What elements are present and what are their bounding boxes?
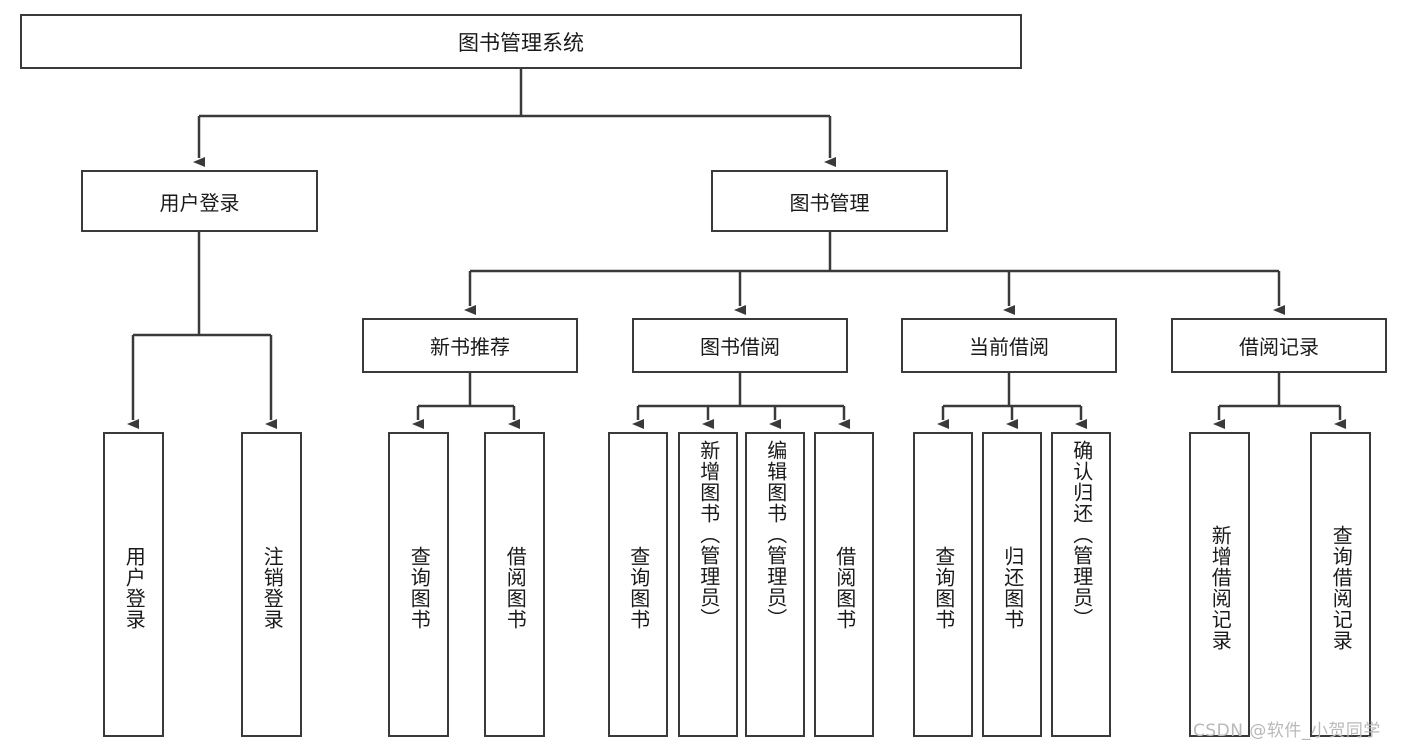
leaf-user-login-label: 用户登录 <box>122 545 147 630</box>
leaf-logout[interactable]: 注销登录 <box>241 432 302 737</box>
node-new-book-recommend[interactable]: 新书推荐 <box>362 318 578 373</box>
leaf-return-book-label: 归还图书 <box>1000 545 1025 630</box>
leaf-query-book-recommend-label: 查询图书 <box>407 545 432 630</box>
leaf-confirm-return-admin-label: 确认归还（管理员） <box>1069 440 1094 629</box>
node-book-borrow-label: 图书借阅 <box>700 335 780 359</box>
node-book-management[interactable]: 图书管理 <box>711 170 948 232</box>
leaf-borrow-book-recommend[interactable]: 借阅图书 <box>484 432 545 737</box>
csdn-watermark: CSDN @软件_小贺同学 <box>1193 721 1381 741</box>
leaf-confirm-return-admin[interactable]: 确认归还（管理员） <box>1051 432 1111 737</box>
node-user-login[interactable]: 用户登录 <box>81 170 318 232</box>
node-book-borrow[interactable]: 图书借阅 <box>632 318 848 373</box>
node-root-label: 图书管理系统 <box>458 30 584 55</box>
leaf-query-book-borrow-label: 查询图书 <box>626 545 651 630</box>
node-current-borrow-label: 当前借阅 <box>969 335 1049 359</box>
node-user-login-label: 用户登录 <box>159 190 240 215</box>
leaf-add-book-admin-label: 新增图书（管理员） <box>696 440 721 629</box>
leaf-query-book-current-label: 查询图书 <box>931 545 956 630</box>
node-book-management-label: 图书管理 <box>789 190 870 215</box>
leaf-add-book-admin[interactable]: 新增图书（管理员） <box>678 432 738 737</box>
leaf-query-borrow-record-label: 查询借阅记录 <box>1329 524 1354 651</box>
leaf-borrow-book[interactable]: 借阅图书 <box>814 432 874 737</box>
node-current-borrow[interactable]: 当前借阅 <box>901 318 1117 373</box>
leaf-query-book-borrow[interactable]: 查询图书 <box>608 432 668 737</box>
leaf-borrow-book-label: 借阅图书 <box>832 545 857 630</box>
leaf-query-book-current[interactable]: 查询图书 <box>913 432 973 737</box>
leaf-user-login[interactable]: 用户登录 <box>103 432 164 737</box>
leaf-query-borrow-record[interactable]: 查询借阅记录 <box>1310 432 1371 737</box>
leaf-edit-book-admin-label: 编辑图书（管理员） <box>763 440 788 629</box>
leaf-logout-label: 注销登录 <box>260 545 285 630</box>
leaf-return-book[interactable]: 归还图书 <box>982 432 1042 737</box>
leaf-borrow-book-recommend-label: 借阅图书 <box>503 545 528 630</box>
node-borrow-record[interactable]: 借阅记录 <box>1171 318 1387 373</box>
node-new-book-recommend-label: 新书推荐 <box>430 335 510 359</box>
node-borrow-record-label: 借阅记录 <box>1239 335 1319 359</box>
node-root[interactable]: 图书管理系统 <box>20 14 1022 69</box>
leaf-add-borrow-record-label: 新增借阅记录 <box>1208 524 1233 651</box>
leaf-add-borrow-record[interactable]: 新增借阅记录 <box>1189 432 1250 737</box>
leaf-edit-book-admin[interactable]: 编辑图书（管理员） <box>745 432 805 737</box>
leaf-query-book-recommend[interactable]: 查询图书 <box>388 432 449 737</box>
